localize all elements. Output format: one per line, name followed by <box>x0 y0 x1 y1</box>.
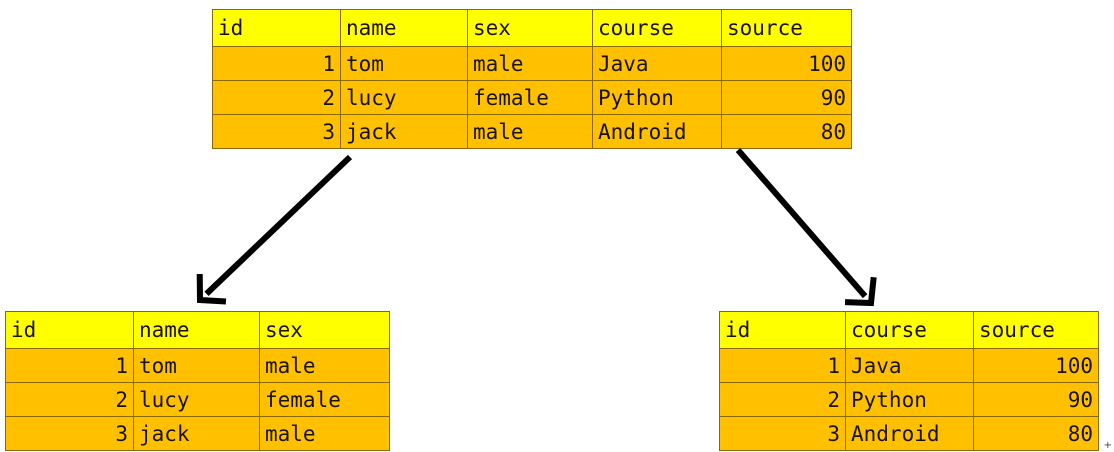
cell-name: lucy <box>133 382 260 417</box>
cell-sex: female <box>467 80 593 115</box>
arrow-to-student-table <box>196 154 353 305</box>
column-header-course: course <box>592 9 722 47</box>
cell-sex: male <box>259 416 390 451</box>
column-header-id: id <box>212 9 341 47</box>
cell-sex: male <box>467 114 593 149</box>
cell-name: lucy <box>340 80 468 115</box>
cursor-crosshair-icon: + <box>1103 440 1112 451</box>
table-row: 3 jack male Android 80 <box>212 114 852 149</box>
table-row: 3 Android 80 <box>719 416 1099 451</box>
arrow-to-score-table <box>735 148 877 307</box>
cell-source: 80 <box>973 416 1099 451</box>
cell-name: tom <box>340 46 468 81</box>
cell-sex: male <box>259 348 390 383</box>
table-row: 2 Python 90 <box>719 382 1099 417</box>
cell-sex: male <box>467 46 593 81</box>
cell-course: Java <box>592 46 722 81</box>
cell-id: 2 <box>719 382 846 417</box>
score-table: id course source 1 Java 100 2 Python 90 … <box>719 311 1099 451</box>
column-header-course: course <box>845 311 974 349</box>
table-header-row: id course source <box>719 311 1099 349</box>
cell-source: 100 <box>721 46 852 81</box>
cell-source: 80 <box>721 114 852 149</box>
cell-name: jack <box>133 416 260 451</box>
column-header-source: source <box>973 311 1099 349</box>
column-header-name: name <box>340 9 468 47</box>
cell-source: 90 <box>721 80 852 115</box>
cell-course: Java <box>845 348 974 383</box>
column-header-id: id <box>719 311 846 349</box>
source-table: id name sex course source 1 tom male Jav… <box>212 9 852 149</box>
cell-name: jack <box>340 114 468 149</box>
cell-course: Python <box>592 80 722 115</box>
column-header-sex: sex <box>467 9 593 47</box>
column-header-name: name <box>133 311 260 349</box>
cell-name: tom <box>133 348 260 383</box>
table-row: 3 jack male <box>5 416 390 451</box>
cell-id: 1 <box>5 348 134 383</box>
cell-source: 90 <box>973 382 1099 417</box>
cell-id: 3 <box>5 416 134 451</box>
cell-id: 1 <box>719 348 846 383</box>
cell-course: Python <box>845 382 974 417</box>
table-row: 1 Java 100 <box>719 348 1099 383</box>
cell-sex: female <box>259 382 390 417</box>
table-header-row: id name sex course source <box>212 9 852 47</box>
cell-id: 3 <box>719 416 846 451</box>
column-header-source: source <box>721 9 852 47</box>
cell-id: 3 <box>212 114 341 149</box>
cell-course: Android <box>845 416 974 451</box>
column-header-id: id <box>5 311 134 349</box>
cell-source: 100 <box>973 348 1099 383</box>
table-row: 2 lucy female <box>5 382 390 417</box>
cell-id: 2 <box>5 382 134 417</box>
cell-id: 1 <box>212 46 341 81</box>
cell-course: Android <box>592 114 722 149</box>
table-row: 1 tom male <box>5 348 390 383</box>
column-header-sex: sex <box>259 311 390 349</box>
cell-id: 2 <box>212 80 341 115</box>
table-row: 1 tom male Java 100 <box>212 46 852 81</box>
student-table: id name sex 1 tom male 2 lucy female 3 j… <box>5 311 390 451</box>
table-row: 2 lucy female Python 90 <box>212 80 852 115</box>
table-header-row: id name sex <box>5 311 390 349</box>
